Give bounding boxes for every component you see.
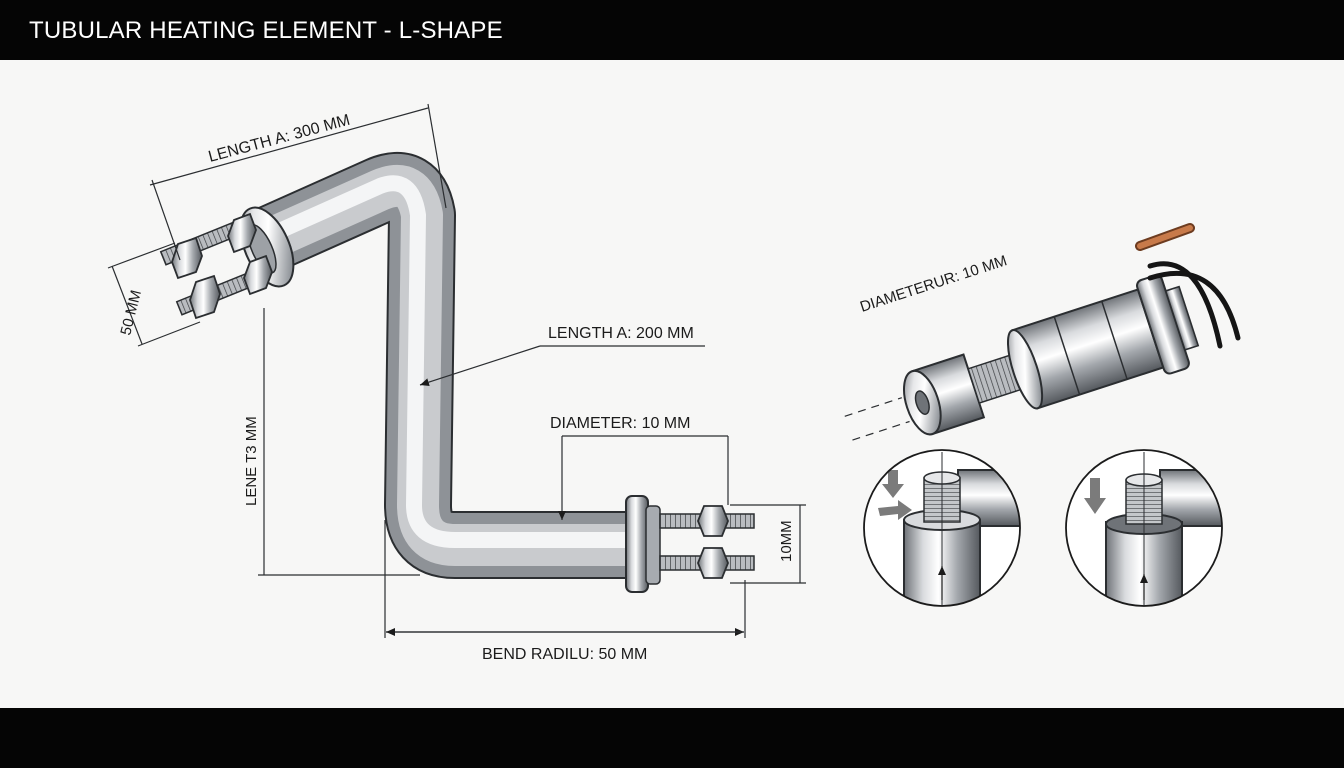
label-height-left: LENE T3 MM: [243, 416, 260, 506]
dim-length-300: [149, 103, 447, 261]
footer-bar: [0, 708, 1344, 768]
upper-terminal-stud-1: [159, 212, 257, 280]
dim-length-200-leader: [419, 345, 705, 387]
label-length-300: LENGTH A: 300 MM: [207, 112, 352, 166]
technical-drawing: LENGTH A: 300 MM 50 MM LENGTH A: 200 MM …: [107, 103, 1241, 663]
label-height-right: 10MM: [778, 520, 795, 562]
detail-circle-right: [1065, 449, 1223, 607]
tubular-element: [254, 152, 630, 579]
wire-leads: [1147, 261, 1241, 349]
label-height-50: 50 MM: [117, 288, 145, 337]
lower-flange: [625, 495, 661, 593]
dim-height-50: [107, 242, 201, 347]
label-diameter-detail: DIAMETERUR: 10 MM: [858, 252, 1009, 316]
label-length-200: LENGTH A: 200 MM: [548, 325, 694, 342]
copper-lead: [1135, 223, 1195, 251]
upper-terminal-stud-2: [175, 254, 273, 320]
dim-diameter-main: [558, 435, 729, 520]
dim-height-right: [730, 504, 806, 584]
lower-terminal-stud-1: [659, 505, 755, 537]
header-bar: TUBULAR HEATING ELEMENT - L-SHAPE: [0, 0, 1344, 60]
dim-bend-radius: [384, 520, 746, 638]
label-diameter-main: DIAMETER: 10 MM: [550, 415, 690, 432]
label-bend-radius: BEND RADILU: 50 MM: [482, 646, 647, 663]
detail-circle-left: [863, 449, 1021, 607]
page-title: TUBULAR HEATING ELEMENT - L-SHAPE: [29, 17, 503, 44]
lower-terminal-stud-2: [659, 547, 755, 579]
dim-height-left: [258, 308, 420, 576]
terminal-detail: [844, 274, 1200, 441]
diagram-canvas: LENGTH A: 300 MM 50 MM LENGTH A: 200 MM …: [0, 60, 1344, 708]
